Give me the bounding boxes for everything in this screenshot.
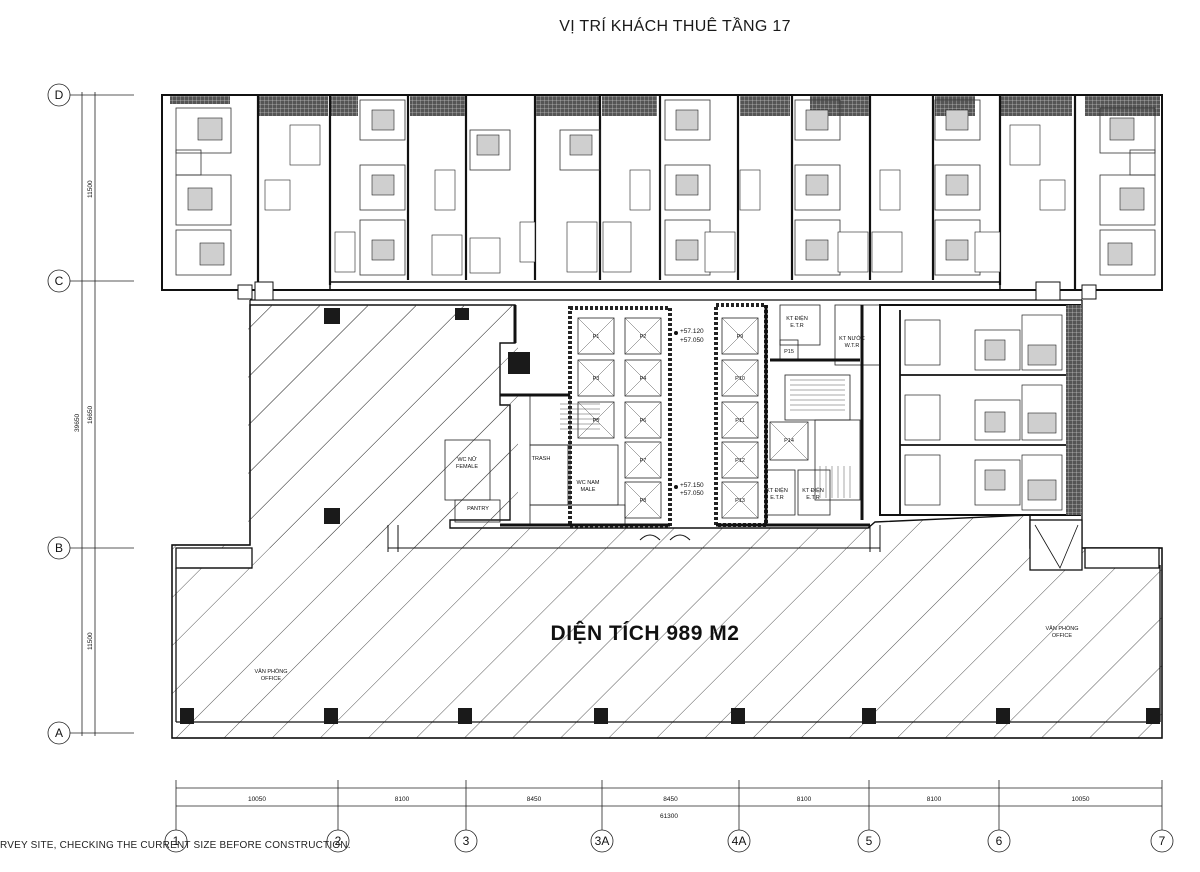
kt-water-label-line2: W.T.R [845,343,860,349]
elevator-label-p2: P2 [640,334,647,340]
column-axis-bubble [454,829,478,853]
column-dim-label: 8450 [527,796,542,803]
row-dim-label: 11500 [87,632,94,650]
column-axis-7: 7 [1159,834,1166,848]
row-total-label: 39650 [74,414,81,432]
column-axis-3: 3 [463,834,470,848]
office-left-label-line2: OFFICE [261,676,281,682]
column-axis-4a: 4A [732,834,747,848]
trash-label: TRASH [532,456,551,462]
row-dim-label: 11500 [87,180,94,198]
wc-female-label-line1: WC NỮ [457,456,477,463]
row-grid [47,83,134,745]
elevator-label-p5: P5 [593,418,600,424]
kt-electric-top-label-line2: E.T.R [790,323,803,329]
wc-male-label-line1: WC NAM [577,480,600,486]
column-axis-1: 1 [173,834,180,848]
column-axis-bubble [164,829,188,853]
column-axis-bubble [1150,829,1174,853]
row-axis-c: C [55,274,64,288]
level-mark: +57.050 [680,490,704,497]
column-dim-label: 8450 [663,796,678,803]
column-total-label: 61300 [660,813,678,820]
column-axis-3a: 3A [595,834,610,848]
column-dim-label: 8100 [797,796,812,803]
pantry-label: PANTRY [467,506,489,512]
studio-block [879,304,1083,571]
column-axis-bubble [590,829,614,853]
column-axis-bubble [987,829,1011,853]
row-axis-d: D [55,88,64,102]
elevator-label-p15: P15 [784,349,794,355]
kt-electric-bottom-label-line2: E.T.R [770,495,783,501]
wc-male-label-line2: MALE [581,487,596,493]
column-axis-5: 5 [866,834,873,848]
elevator-label-p3: P3 [593,376,600,382]
column-axis-bubble [326,829,350,853]
row-dim-label: 16650 [87,406,94,424]
drawing-title: VỊ TRÍ KHÁCH THUÊ TẦNG 17 [559,18,791,35]
row-axis-b: B [55,541,63,555]
elevator-label-p4: P4 [640,376,647,382]
wc-female-label-line2: FEMALE [456,464,478,470]
column-dim-label: 8100 [395,796,410,803]
construction-note: RVEY SITE, CHECKING THE CURRENT SIZE BEF… [0,840,351,851]
structural-columns [180,308,1160,724]
level-mark: +57.120 [680,328,704,335]
kt-electric-small-label-line2: E.T.R [806,495,819,501]
elevator-label-p8: P8 [640,498,647,504]
column-axis-2: 2 [335,834,342,848]
kt-electric-small-label-line1: KT ĐIỆN [802,486,824,494]
elevator-label-p9: P9 [737,334,744,340]
column-dim-label: 8100 [927,796,942,803]
elevator-label-p6: P6 [640,418,647,424]
column-dim-label: 10050 [248,796,266,803]
kt-electric-top-label-line1: KT ĐIỆN [786,314,808,322]
apartment-band [161,94,1163,301]
office-left-label-line1: VĂN PHÒNG [254,668,287,675]
elevator-label-p13: P13 [735,498,745,504]
leasing-area-label: DIỆN TÍCH 989 M2 [550,622,740,645]
row-axis-a: A [55,726,63,740]
elevator-label-p7: P7 [640,458,647,464]
office-right-label-line1: VĂN PHÒNG [1045,625,1078,632]
column-grid [175,780,1163,830]
column-axis-bubble [727,829,751,853]
level-mark: +57.050 [680,337,704,344]
kt-water-label-line1: KT NƯỚC [839,335,865,342]
office-right-label-line2: OFFICE [1052,633,1072,639]
column-axis-6: 6 [996,834,1003,848]
elevator-label-p1: P1 [593,334,600,340]
elevator-label-p12: P12 [735,458,745,464]
level-mark: +57.150 [680,482,704,489]
column-dim-label: 10050 [1071,796,1089,803]
kt-electric-bottom-label-line1: KT ĐIỆN [766,486,788,494]
elevator-label-p10: P10 [735,376,745,382]
elevator-label-p11: P11 [735,418,744,424]
column-axis-bubble [857,829,881,853]
elevator-label-p14: P14 [784,438,794,444]
